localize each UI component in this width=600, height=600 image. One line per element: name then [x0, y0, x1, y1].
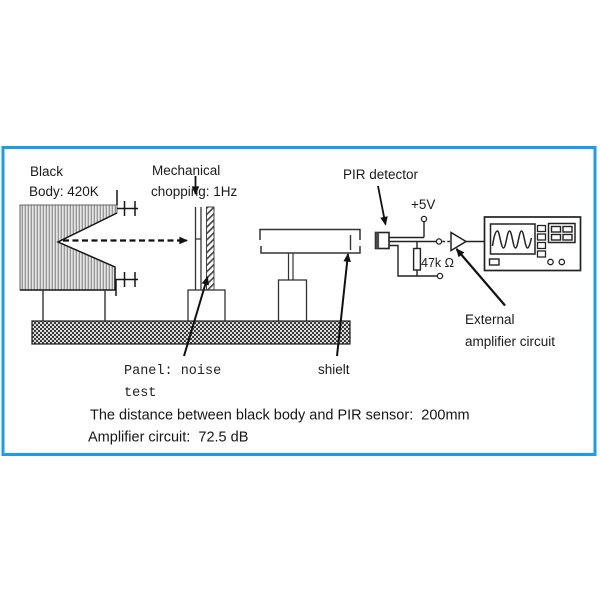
ground-terminal [436, 272, 444, 280]
shield-label-arrow [336, 253, 351, 357]
chopper-label-line1: Mechanical [152, 163, 220, 178]
resistor-value-label: 47k Ω [421, 256, 454, 270]
pir-label-arrow [377, 185, 388, 226]
external-amp-label-line2: amplifier circuit [465, 334, 555, 349]
shield-top-bracket [259, 228, 361, 240]
chopper-pedestal [187, 289, 226, 322]
chopper-slit [194, 207, 202, 290]
mount-pin-bottom [115, 272, 138, 296]
scope-knob-2 [558, 258, 566, 266]
signal-terminal [435, 238, 443, 245]
ground-wire [389, 244, 438, 277]
pir-detector-window [375, 232, 380, 249]
black-body-legs [42, 290, 106, 321]
chopper-label-line2: chopping: 1Hz [151, 184, 238, 199]
shield-pedestal [277, 279, 308, 322]
supply-wire [389, 221, 425, 239]
supply-terminal [420, 215, 428, 223]
scope-power-button [488, 258, 500, 266]
panel-label-line2: test [124, 386, 156, 401]
note-distance: The distance between black body and PIR … [90, 408, 470, 424]
scope-waveform [491, 230, 533, 249]
black-body-label-line2: Body: 420K [29, 184, 99, 199]
panel-label-arrow [183, 276, 209, 357]
black-body-label-line1: Black [30, 164, 63, 179]
shield-stem [287, 253, 294, 280]
oscilloscope [483, 216, 582, 272]
shield-bottom-bracket [260, 246, 361, 254]
mechanical-chopper [187, 176, 226, 322]
note-gain: Amplifier circuit: 72.5 dB [88, 430, 248, 446]
resistor-body [412, 247, 422, 271]
shield-label: shielt [318, 362, 350, 377]
scope-knob-1 [547, 258, 554, 266]
external-amp-label-line1: External [465, 312, 515, 327]
shield [259, 228, 361, 322]
supply-voltage-label: +5V [411, 197, 435, 212]
black-body-notch-outline [20, 212, 118, 291]
panel-label-line1: Panel: noise [124, 364, 221, 379]
scope-side-buttons [536, 224, 547, 258]
scope-keypad-keys [550, 225, 573, 241]
mount-pin-top [116, 190, 138, 216]
pir-detector-label: PIR detector [343, 167, 419, 182]
external-amp-label-arrow [455, 248, 506, 307]
pir-circuit [374, 215, 484, 280]
black-body [19, 190, 138, 321]
amplifier-triangle [450, 231, 468, 252]
